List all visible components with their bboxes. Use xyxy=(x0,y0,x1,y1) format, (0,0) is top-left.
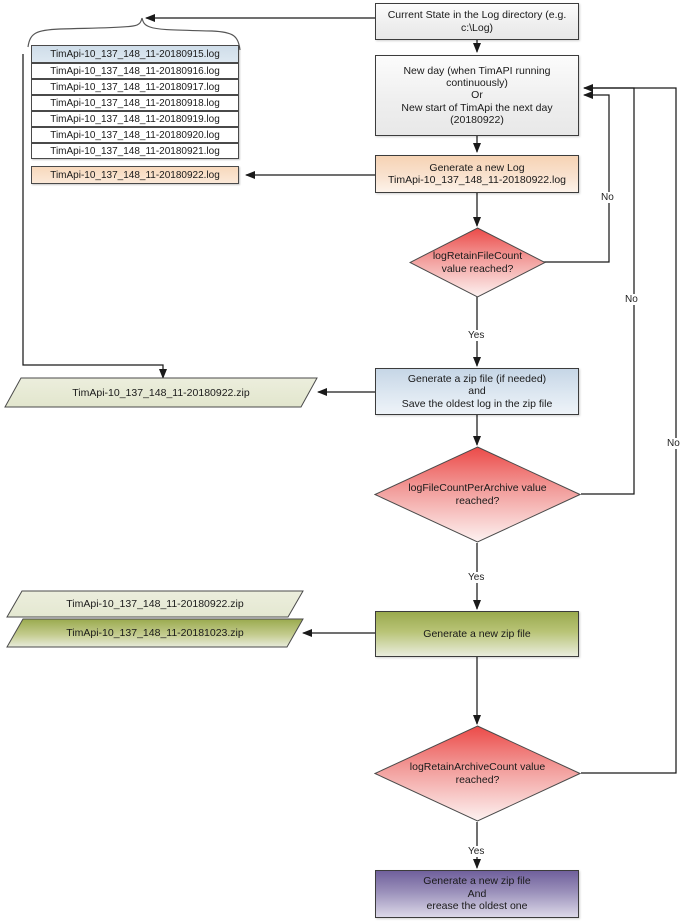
archive-zip-pair-bottom[interactable]: TimApi-10_137_148_11-20181023.zip xyxy=(6,618,304,648)
archive-zip-middle-label: TimApi-10_137_148_11-20180922.zip xyxy=(72,386,250,399)
log-file-row[interactable]: TimApi-10_137_148_11-20180917.log xyxy=(31,79,239,95)
node-final-line3: erease the oldest one xyxy=(426,900,528,913)
log-file-row[interactable]: TimApi-10_137_148_11-20180920.log xyxy=(31,127,239,143)
log-file-name: TimApi-10_137_148_11-20180916.log xyxy=(50,65,220,77)
log-file-name: TimApi-10_137_148_11-20180920.log xyxy=(50,129,220,141)
node-current-state[interactable]: Current State in the Log directory (e.g.… xyxy=(375,3,579,40)
edge-label-no-2: No xyxy=(623,294,640,305)
node-generate-zip-line3: Save the oldest log in the zip file xyxy=(401,397,553,410)
log-file-name: TimApi-10_137_148_11-20180915.log xyxy=(50,48,220,60)
edge-label-yes-3: Yes xyxy=(466,846,487,857)
node-new-day-line5: (20180922) xyxy=(450,114,504,127)
log-file-row-new[interactable]: TimApi-10_137_148_11-20180922.log xyxy=(31,166,239,184)
decision-line2: reached? xyxy=(455,494,500,507)
decision-line2: reached? xyxy=(455,773,500,786)
decision-log-file-count-per-archive[interactable]: logFileCountPerArchive value reached? xyxy=(373,446,582,543)
edge-label-no-1: No xyxy=(599,192,616,203)
log-file-name: TimApi-10_137_148_11-20180922.log xyxy=(50,169,220,181)
log-file-name: TimApi-10_137_148_11-20180921.log xyxy=(50,145,220,157)
node-generate-new-zip-file-label: Generate a new zip file xyxy=(423,627,531,640)
node-generate-new-log-line2: TimApi-10_137_148_11-20180922.log xyxy=(387,174,567,186)
log-file-row[interactable]: TimApi-10_137_148_11-20180921.log xyxy=(31,143,239,159)
decision-log-retain-file-count-label: logRetainFileCount value reached? xyxy=(409,227,546,298)
node-generate-new-log-line1: Generate a new Log xyxy=(429,161,525,174)
log-file-name: TimApi-10_137_148_11-20180917.log xyxy=(50,81,220,93)
node-new-day-line2: continuously) xyxy=(446,76,508,89)
log-file-name: TimApi-10_137_148_11-20180918.log xyxy=(50,97,220,109)
decision-log-file-count-per-archive-label: logFileCountPerArchive value reached? xyxy=(374,446,581,543)
node-new-day-line1: New day (when TimAPI running xyxy=(403,64,551,77)
archive-zip-pair-bottom-label: TimApi-10_137_148_11-20181023.zip xyxy=(66,627,244,639)
edge-label-yes-2: Yes xyxy=(466,572,487,583)
decision-log-retain-archive-count[interactable]: logRetainArchiveCount value reached? xyxy=(373,725,582,822)
edge-label-yes-1: Yes xyxy=(466,330,487,341)
node-current-state-label: Current State in the Log directory (e.g.… xyxy=(387,9,567,34)
node-generate-new-zip-file[interactable]: Generate a new zip file xyxy=(375,611,579,657)
node-generate-zip-file[interactable]: Generate a zip file (if needed) and Save… xyxy=(375,368,579,415)
node-new-day-line4: New start of TimApi the next day xyxy=(401,101,553,114)
log-file-row[interactable]: TimApi-10_137_148_11-20180919.log xyxy=(31,111,239,127)
decision-log-retain-file-count[interactable]: logRetainFileCount value reached? xyxy=(408,227,547,298)
decision-line2: value reached? xyxy=(441,262,514,275)
archive-zip-middle[interactable]: TimApi-10_137_148_11-20180922.zip xyxy=(4,377,318,408)
node-new-day[interactable]: New day (when TimAPI running continuousl… xyxy=(375,55,579,136)
log-file-row[interactable]: TimApi-10_137_148_11-20180918.log xyxy=(31,95,239,111)
decision-line1: logRetainFileCount xyxy=(432,249,523,262)
node-final-line2: And xyxy=(467,887,487,900)
node-final-line1: Generate a new zip file xyxy=(423,875,531,888)
archive-zip-pair-top[interactable]: TimApi-10_137_148_11-20180922.zip xyxy=(6,590,304,618)
log-file-name: TimApi-10_137_148_11-20180919.log xyxy=(50,113,220,125)
decision-line1: logFileCountPerArchive value xyxy=(408,481,547,494)
edge-label-no-3: No xyxy=(665,438,682,449)
node-generate-zip-line1: Generate a zip file (if needed) xyxy=(407,372,547,385)
decision-line1: logRetainArchiveCount value xyxy=(409,760,546,773)
node-generate-zip-line2: and xyxy=(468,385,486,398)
log-file-row[interactable]: TimApi-10_137_148_11-20180916.log xyxy=(31,63,239,79)
node-new-day-line3: Or xyxy=(471,89,483,102)
node-generate-new-log[interactable]: Generate a new Log TimApi-10_137_148_11-… xyxy=(375,155,579,193)
decision-log-retain-archive-count-label: logRetainArchiveCount value reached? xyxy=(374,725,581,822)
archive-zip-pair-top-label: TimApi-10_137_148_11-20180922.zip xyxy=(66,598,244,610)
log-file-row[interactable]: TimApi-10_137_148_11-20180915.log xyxy=(31,45,239,63)
node-final-generate-zip-erase-oldest[interactable]: Generate a new zip file And erease the o… xyxy=(375,870,579,918)
